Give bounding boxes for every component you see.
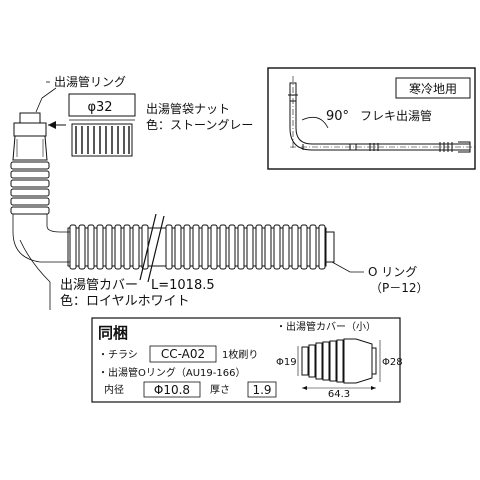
flexible-pipe-label: フレキ出湯管 — [360, 108, 432, 123]
o-ring-spec-label: （P－12） — [370, 281, 429, 295]
o-ring-label: O リング — [368, 265, 417, 279]
small-cover-label: ・出湯管カバー（小） — [276, 320, 376, 333]
nut-color-label: 色：ストーングレー — [146, 118, 253, 132]
flexible-pipe-drawing — [288, 76, 476, 153]
large-diameter-label: Φ28 — [382, 357, 403, 368]
thickness-value: 1.9 — [252, 383, 271, 397]
thickness-label: 厚さ — [210, 384, 230, 396]
outlet-pipe-cover — [67, 224, 335, 270]
cold-region-label: 寒冷地用 — [409, 81, 457, 96]
angle-label: 90° — [326, 109, 349, 124]
flyer-note: 1枚刷り — [222, 348, 258, 361]
small-diameter-label: Φ19 — [276, 357, 297, 368]
cold-region-inset: 寒冷地用 90° フレキ出湯管 — [267, 67, 476, 170]
small-cover-drawing — [301, 338, 377, 384]
nut-drawing: φ32 — [68, 93, 136, 157]
flyer-label: ・チラシ — [98, 349, 138, 361]
cover-name-label: 出湯管カバー L=1018.5 — [60, 278, 215, 293]
included-title: 同梱 — [98, 324, 128, 342]
nut-name-label: 出湯管袋ナット — [146, 101, 230, 116]
ring-top-label: 出湯管リング — [54, 74, 126, 89]
outlet-pipe-assembly — [10, 112, 72, 263]
inner-diameter-label: 内径 — [104, 383, 124, 396]
flyer-code: CC-A02 — [161, 347, 205, 361]
diameter-32-label: φ32 — [87, 100, 112, 115]
inner-diameter-value: Φ10.8 — [154, 383, 190, 397]
cover-color-label: 色：ロイヤルホワイト — [60, 293, 190, 309]
oring-label: ・出湯管Oリング（AU19-166） — [98, 366, 245, 379]
included-items-box: 同梱 ・チラシ CC-A02 1枚刷り ・出湯管Oリング（AU19-166） 内… — [91, 317, 403, 403]
length-label: 64.3 — [328, 389, 350, 400]
